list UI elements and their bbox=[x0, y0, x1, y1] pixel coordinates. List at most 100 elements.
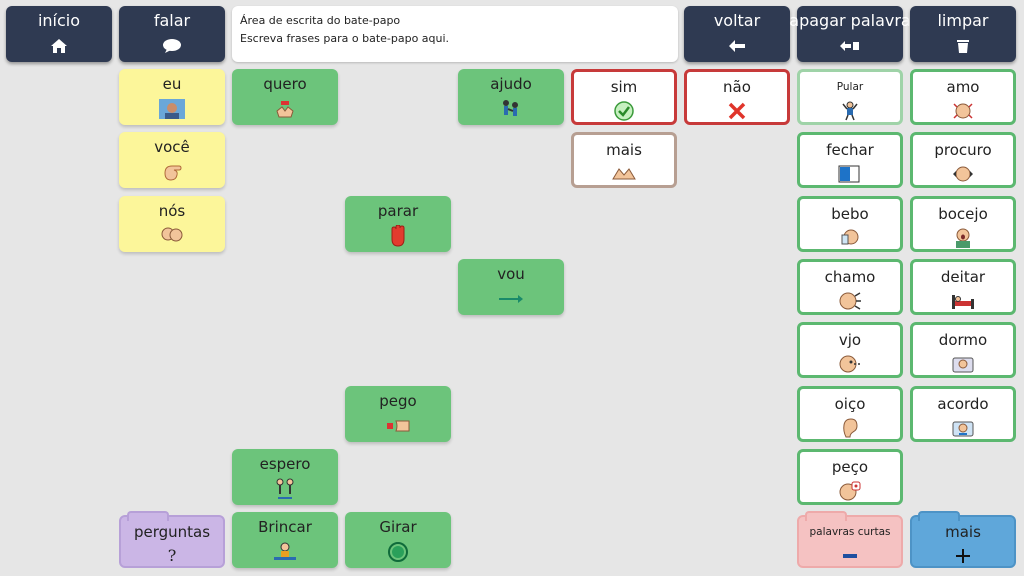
speak-label: falar bbox=[153, 11, 191, 30]
word-oico[interactable]: oiço bbox=[797, 386, 903, 442]
word-amo[interactable]: amo bbox=[910, 69, 1016, 125]
word-nao[interactable]: não bbox=[684, 69, 790, 125]
ask-face-icon bbox=[837, 480, 863, 502]
word-label: oiço bbox=[834, 395, 866, 413]
word-eu[interactable]: eu bbox=[119, 69, 225, 125]
home-button[interactable]: início bbox=[6, 6, 112, 62]
ear-icon bbox=[837, 417, 863, 439]
word-label: quero bbox=[263, 75, 307, 93]
word-nos[interactable]: nós bbox=[119, 196, 225, 252]
chat-area-title: Área de escrita do bate-papo bbox=[240, 14, 401, 27]
word-label: bebo bbox=[831, 205, 869, 223]
word-label: nós bbox=[158, 202, 186, 220]
palavras-curtas-folder[interactable]: palavras curtas bbox=[797, 511, 903, 568]
jump-person-icon bbox=[837, 100, 863, 122]
folder-label: perguntas bbox=[133, 523, 211, 541]
word-label: você bbox=[154, 138, 190, 156]
word-label: vjo bbox=[838, 331, 862, 349]
word-label: Pular bbox=[836, 81, 864, 93]
drink-icon bbox=[837, 227, 863, 249]
word-label: bocejo bbox=[938, 205, 988, 223]
word-label: dormo bbox=[938, 331, 988, 349]
word-deitar[interactable]: deitar bbox=[910, 259, 1016, 315]
check-icon bbox=[611, 100, 637, 122]
home-icon bbox=[46, 34, 72, 58]
word-fechar[interactable]: fechar bbox=[797, 132, 903, 188]
word-quero[interactable]: quero bbox=[232, 69, 338, 125]
word-bebo[interactable]: bebo bbox=[797, 196, 903, 252]
question-mark-icon: ? bbox=[167, 545, 177, 565]
word-vou[interactable]: vou bbox=[458, 259, 564, 315]
trash-icon bbox=[950, 34, 976, 58]
word-mais[interactable]: mais bbox=[571, 132, 677, 188]
sleep-icon bbox=[950, 353, 976, 375]
word-chamo[interactable]: chamo bbox=[797, 259, 903, 315]
delete-word-label: apagar palavra bbox=[789, 11, 911, 30]
word-label: sim bbox=[610, 78, 638, 96]
word-label: chamo bbox=[824, 268, 876, 286]
word-peco[interactable]: peço bbox=[797, 449, 903, 505]
word-label: amo bbox=[946, 78, 980, 96]
help-people-icon bbox=[498, 97, 524, 121]
speak-button[interactable]: falar bbox=[119, 6, 225, 62]
word-pular[interactable]: Pular bbox=[797, 69, 903, 125]
love-icon bbox=[950, 100, 976, 122]
word-brincar[interactable]: Brincar bbox=[232, 512, 338, 568]
want-hands-icon bbox=[272, 97, 298, 121]
word-pego[interactable]: pego bbox=[345, 386, 451, 442]
word-label: procuro bbox=[934, 141, 992, 159]
call-mouth-icon bbox=[837, 290, 863, 312]
mais-folder[interactable]: mais bbox=[910, 511, 1016, 568]
minus-icon bbox=[837, 545, 863, 566]
speech-bubble-icon bbox=[159, 34, 185, 58]
word-label: fechar bbox=[826, 141, 874, 159]
home-label: início bbox=[37, 11, 81, 30]
word-label: deitar bbox=[940, 268, 986, 286]
wake-up-icon bbox=[950, 417, 976, 439]
word-vjo[interactable]: vjo bbox=[797, 322, 903, 378]
word-label: espero bbox=[259, 455, 311, 473]
backspace-icon bbox=[837, 34, 863, 58]
pointing-hand-icon bbox=[159, 160, 185, 184]
more-hands-icon bbox=[611, 163, 637, 185]
spin-circle-icon bbox=[385, 540, 411, 564]
delete-word-button[interactable]: apagar palavra bbox=[789, 6, 911, 62]
word-label: Brincar bbox=[258, 518, 312, 536]
back-button[interactable]: voltar bbox=[684, 6, 790, 62]
word-procuro[interactable]: procuro bbox=[910, 132, 1016, 188]
word-dormo[interactable]: dormo bbox=[910, 322, 1016, 378]
arrow-left-icon bbox=[724, 34, 750, 58]
word-parar[interactable]: parar bbox=[345, 196, 451, 252]
word-espero[interactable]: espero bbox=[232, 449, 338, 505]
chat-area-hint: Escreva frases para o bate-papo aqui. bbox=[240, 32, 450, 45]
word-label: peço bbox=[831, 458, 869, 476]
word-label: eu bbox=[162, 75, 182, 93]
plus-icon bbox=[950, 545, 976, 566]
play-child-icon bbox=[272, 540, 298, 564]
chat-writing-area[interactable]: Área de escrita do bate-papo Escreva fra… bbox=[232, 6, 678, 62]
word-voce[interactable]: você bbox=[119, 132, 225, 188]
yawn-icon bbox=[950, 227, 976, 249]
clear-button[interactable]: limpar bbox=[910, 6, 1016, 62]
self-photo-icon bbox=[159, 97, 185, 121]
wait-people-icon bbox=[272, 477, 298, 501]
word-ajudo[interactable]: ajudo bbox=[458, 69, 564, 125]
word-label: ajudo bbox=[490, 75, 532, 93]
word-sim[interactable]: sim bbox=[571, 69, 677, 125]
cross-icon bbox=[724, 100, 750, 122]
word-label: não bbox=[723, 78, 751, 96]
word-girar[interactable]: Girar bbox=[345, 512, 451, 568]
arrow-right-icon bbox=[498, 287, 524, 311]
folder-label: palavras curtas bbox=[809, 526, 891, 538]
word-acordo[interactable]: acordo bbox=[910, 386, 1016, 442]
folder-label: mais bbox=[945, 523, 981, 541]
word-label: acordo bbox=[937, 395, 989, 413]
perguntas-folder[interactable]: perguntas ? bbox=[119, 511, 225, 568]
word-label: mais bbox=[606, 141, 642, 159]
grab-hand-icon bbox=[385, 414, 411, 438]
clear-label: limpar bbox=[937, 11, 989, 30]
word-bocejo[interactable]: bocejo bbox=[910, 196, 1016, 252]
we-people-icon bbox=[159, 224, 185, 248]
bed-icon bbox=[950, 290, 976, 312]
word-label: vou bbox=[497, 265, 525, 283]
